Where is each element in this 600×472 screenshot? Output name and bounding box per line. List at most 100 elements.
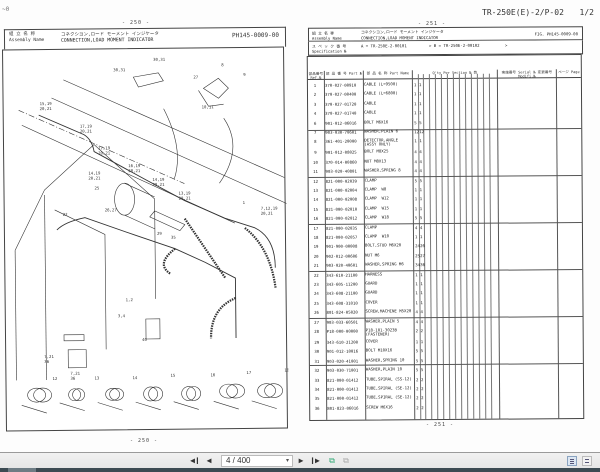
part-name: CABLE (L=6800) [363, 90, 398, 96]
figure-code: FIG. PH145-0009-00 [534, 31, 579, 37]
qty-a: 5 [415, 348, 419, 354]
last-page-button[interactable]: ❙▶ [310, 456, 320, 466]
svg-text:20,21: 20,21 [88, 175, 101, 180]
page-number-input[interactable]: 4 / 400 ▾ [221, 455, 293, 467]
item-number: 27 [314, 319, 320, 325]
item-number: 4 [313, 111, 317, 117]
page-number-top: - 251 - [418, 21, 447, 27]
page-number-bottom: - 250 - [130, 438, 159, 444]
next-page-button[interactable]: ▶ [296, 456, 306, 466]
item-number: 18 [313, 234, 319, 240]
svg-text:15,19: 15,19 [40, 101, 53, 106]
svg-text:7,21: 7,21 [70, 371, 80, 376]
svg-text:20,21: 20,21 [98, 150, 111, 155]
qty-a: 1 [415, 339, 419, 345]
assembly-name-label: 組 立 名 称 Assembly Name [311, 30, 342, 41]
continuous-view-button[interactable] [582, 456, 592, 466]
svg-text:17,19: 17,19 [98, 145, 111, 150]
chevron-down-icon[interactable]: ▾ [285, 458, 289, 464]
item-number: 36 [314, 405, 320, 411]
assembly-name-label: 組 立 名 称 Assembly Name [8, 31, 45, 44]
part-number: 821-000-02004 [325, 187, 357, 193]
assembly-name-jp: コネクシヨン,ロード モーメント インジケータ [60, 31, 159, 38]
assembly-title-box: 組 立 名 称 Assembly Name コネクシヨン,ロード モーメント イ… [307, 26, 584, 42]
part-number: 343-610-21100 [326, 272, 358, 278]
qty-b: 2 [421, 404, 424, 410]
part-name: CABLE (L=9500) [363, 81, 398, 87]
item-number: 30 [314, 349, 320, 355]
export-button[interactable]: ⧉ [327, 456, 337, 466]
qty-b: 5 [419, 177, 423, 183]
export-icon: ⧉ [329, 456, 335, 465]
part-number: 801-823-06016 [327, 405, 359, 411]
item-number: 34 [314, 386, 320, 392]
item-number: 32 [314, 368, 320, 374]
part-number: 370-027-01740 [325, 110, 357, 117]
qty-b: 5 [419, 119, 422, 125]
qty-b: 2 [421, 395, 424, 401]
part-name: CLAMP W18 [364, 214, 389, 220]
qty-b: 5 [420, 367, 424, 373]
spec-c: > [504, 42, 508, 48]
part-name: HARNESS [365, 271, 383, 277]
svg-text:20,21: 20,21 [80, 129, 93, 134]
svg-text:14: 14 [132, 375, 137, 380]
qty-a: 2 [416, 395, 419, 401]
qty-a: 5 [415, 367, 419, 373]
first-page-button[interactable]: ◀❙ [190, 456, 200, 466]
qty-b: 5 [419, 215, 423, 221]
qty-a: 1 [415, 281, 418, 287]
svg-text:20,21: 20,21 [179, 196, 192, 201]
qty-a: 1 [414, 110, 417, 116]
item-number: 15 [313, 206, 319, 212]
qty-a: 2 [415, 328, 419, 334]
qty-b: 2 [420, 376, 424, 382]
qty-b: 4 [420, 318, 424, 324]
document-viewer[interactable]: ~0 - 250 - 組 立 名 称 Assembly Name コネクシヨン,… [0, 0, 600, 452]
qty-b: 4 [419, 158, 422, 164]
previous-page-button[interactable]: ◀ [204, 456, 214, 466]
qty-a: 1 [413, 82, 417, 88]
part-number: 821-000-01412 [327, 396, 359, 402]
svg-text:30,31: 30,31 [153, 57, 166, 62]
part-number: 370-027-00400 [324, 92, 357, 98]
part-number: 903-033-60501 [326, 319, 358, 325]
taskbar-button[interactable] [8, 468, 36, 472]
svg-text:14,19: 14,19 [88, 170, 101, 175]
part-number: 821-000-01412 [327, 386, 359, 392]
item-number: 29 [314, 339, 320, 345]
qty-a: 1 [414, 196, 418, 202]
copy-button[interactable]: ⧉ [341, 456, 351, 466]
svg-text:1,2: 1,2 [126, 297, 134, 302]
svg-text:36: 36 [44, 359, 49, 364]
part-name: BOLT,STUD M6X20 [365, 242, 402, 248]
header-part-name: 部 品 名 称 Part Name [366, 71, 410, 76]
part-number: 370-027-00910 [324, 82, 357, 88]
svg-text:29: 29 [157, 231, 162, 236]
item-number: 2 [313, 92, 317, 98]
part-name: COVER [365, 299, 378, 305]
qty-a: 4 [415, 318, 419, 324]
header-qty: Q'ty Per Section № 数 [432, 70, 478, 76]
item-number: 25 [314, 300, 319, 306]
part-number: 370-027-01720 [325, 101, 357, 107]
part-number: 821-000-02010 [325, 206, 358, 212]
qty-b: 36 [420, 262, 426, 268]
part-name: WASHER,SPRING 10 [365, 357, 405, 363]
part-number: 370-014-00860 [325, 159, 357, 165]
svg-text:7,12,19: 7,12,19 [261, 206, 279, 211]
part-number: 903-020-40801 [325, 168, 357, 175]
part-number: 361-401-20000 [325, 139, 357, 145]
part-number: 343-608-21100 [326, 291, 358, 297]
single-page-view-button[interactable] [567, 456, 577, 466]
qty-b: 2 [420, 328, 424, 334]
part-name: CLAMP W8 [364, 186, 387, 192]
item-number: 35 [314, 396, 320, 402]
qty-b: 2 [421, 386, 424, 392]
item-number: 22 [313, 272, 319, 278]
item-number: 7 [314, 129, 317, 135]
qty-a: 2 [416, 386, 419, 392]
part-name: TUBE,SPIRAL (SS-12) [365, 375, 412, 382]
